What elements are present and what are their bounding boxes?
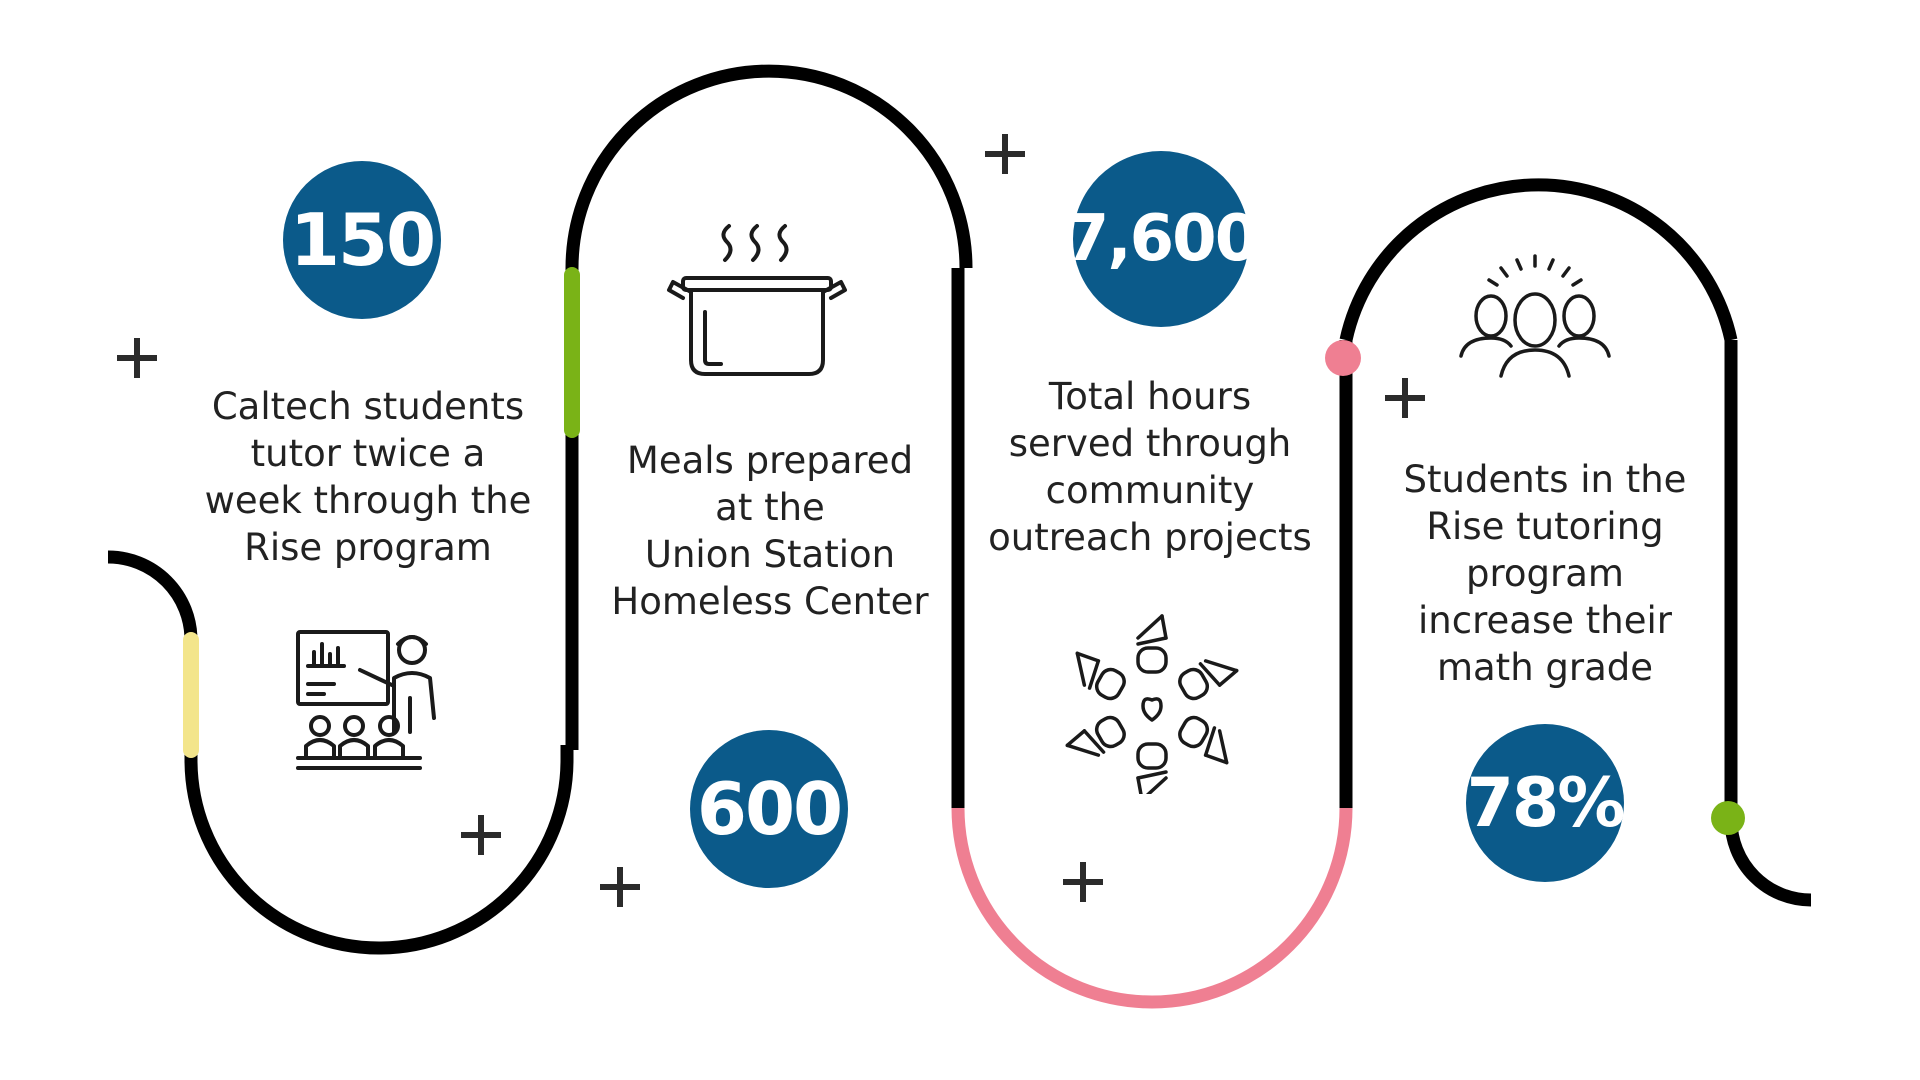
teacher-classroom-icon [296,630,436,770]
plus-icon [985,134,1025,174]
plus-icon [600,867,640,907]
stat-caption-1: Caltech students tutor twice a week thro… [204,385,532,569]
plus-icon [117,338,157,378]
stat-caption-2: Meals prepared at the Union Station Home… [611,439,929,623]
path-segment-u1 [184,745,574,955]
pink-dot [1325,340,1361,376]
hands-circle-heart-icon [1065,614,1239,794]
path-segment-u2 [951,807,1353,1009]
stat-caption-3: Total hours served through community out… [988,375,1312,559]
stat-caption-4: Students in the Rise tutoring program in… [1403,458,1687,689]
green-dot [1711,801,1745,835]
stat-badge-1: 150 [283,161,441,319]
path-segment-arch1 [565,64,973,269]
path-segment-end [1724,819,1812,907]
plus-icon [1063,862,1103,902]
path-segment-start [107,550,198,760]
group-people-icon [1459,254,1611,378]
plus-icon [1385,378,1425,418]
stat-badge-3: 7,600 [1065,151,1259,327]
path-segment-arch2 [1339,178,1738,342]
cooking-pot-icon [667,224,847,376]
stat-badge-2: 600 [690,730,848,888]
plus-icon [461,815,501,855]
stat-badge-4: 78% [1466,724,1625,882]
